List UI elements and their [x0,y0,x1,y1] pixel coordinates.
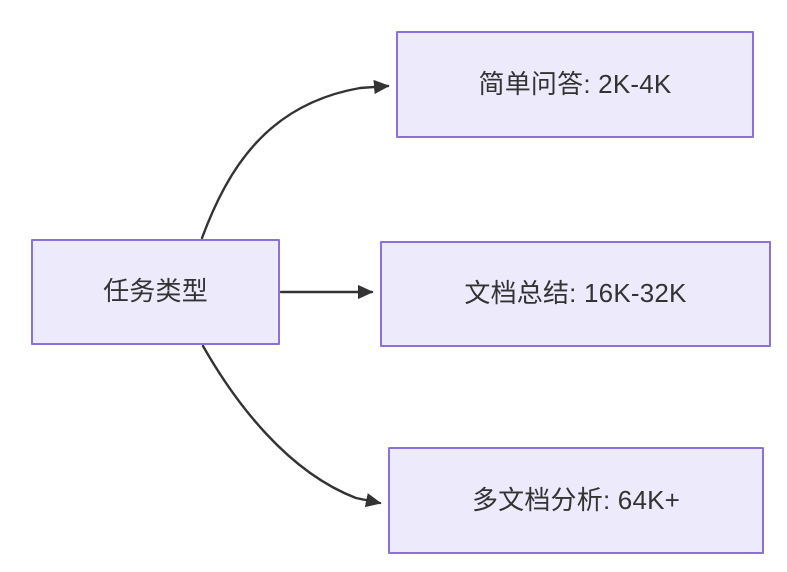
edge-root-to-multi-doc [201,344,382,508]
node-label: 任务类型 [103,276,208,307]
node-label: 文档总结: 16K-32K [464,278,687,309]
node-label: 多文档分析: 64K+ [471,484,681,515]
node-label: 简单问答: 2K-4K [478,68,672,99]
edge-root-to-simple-qa [200,79,390,240]
node-multi-doc-analysis[interactable]: 多文档分析: 64K+ [388,447,764,554]
node-simple-qa[interactable]: 简单问答: 2K-4K [396,31,754,138]
node-task-type[interactable]: 任务类型 [31,239,280,345]
node-doc-summary[interactable]: 文档总结: 16K-32K [380,241,771,347]
